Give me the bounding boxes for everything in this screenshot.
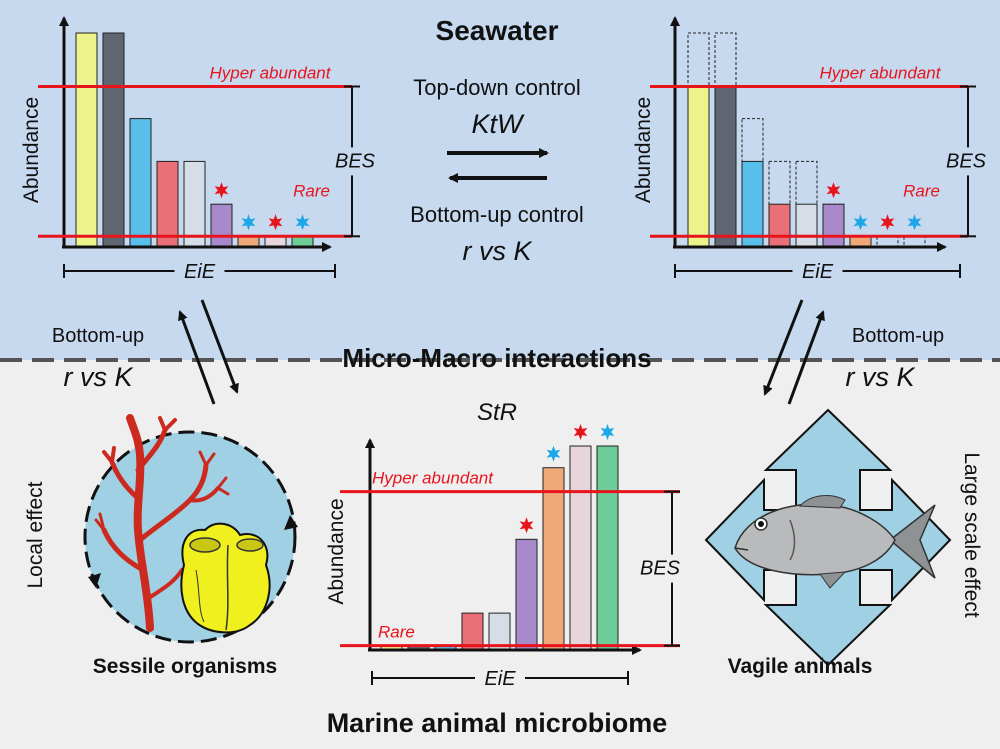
vagile-illustration — [704, 408, 952, 667]
blue-star-icon — [853, 214, 868, 231]
hyper-label: Hyper abundant — [372, 469, 494, 488]
red-star-icon — [826, 182, 841, 199]
left-arrow-up — [178, 310, 216, 405]
blue-star-icon — [295, 214, 310, 231]
hyper-label: Hyper abundant — [210, 64, 332, 83]
fish-icon — [734, 494, 936, 589]
right-r-vs-k-label: r vs K — [845, 362, 915, 392]
blue-star-icon — [546, 445, 561, 462]
bes-label: BES — [946, 150, 987, 172]
cycle-arrow-head-right — [284, 515, 298, 530]
large-scale-effect-label: Large scale effect — [960, 452, 983, 618]
eie-label: EiE — [184, 261, 216, 283]
bar — [795, 203, 818, 248]
sessile-illustration — [83, 414, 298, 644]
right-arrow-up — [787, 310, 825, 405]
str-label: StR — [477, 399, 517, 426]
left-r-vs-k-label: r vs K — [63, 362, 133, 392]
abundance-axis-label: Abundance — [632, 97, 655, 203]
abundance-axis-label: Abundance — [325, 498, 348, 604]
micro-macro-title: Micro-Macro interactions — [342, 343, 651, 373]
top-down-label: Top-down control — [413, 75, 581, 100]
rare-label: Rare — [903, 181, 940, 200]
right-arrow-down — [763, 299, 804, 396]
red-star-icon — [214, 182, 229, 199]
bes-label-bg — [634, 554, 686, 583]
coral-icon — [94, 414, 230, 632]
microbiome-title: Marine animal microbiome — [327, 708, 668, 738]
left-bottom-up-label: Bottom-up — [52, 325, 144, 347]
sponge-icon — [180, 522, 271, 634]
bar — [264, 235, 287, 248]
eie-label: EiE — [802, 261, 834, 283]
bes-label-bg — [329, 147, 381, 176]
rare-label: Rare — [293, 181, 330, 200]
red-star-icon — [519, 517, 534, 534]
bar — [822, 203, 845, 248]
eie-label-bg — [792, 257, 843, 283]
bar — [237, 235, 260, 248]
bar — [714, 86, 737, 248]
bar — [183, 160, 206, 248]
bar — [210, 203, 233, 248]
r-vs-k-label: r vs K — [462, 236, 532, 266]
eie-label-bg — [475, 664, 525, 690]
bar — [849, 235, 872, 248]
bottom-up-control-label: Bottom-up control — [410, 202, 584, 227]
blue-star-icon — [600, 424, 615, 440]
red-star-icon — [880, 214, 895, 231]
bar — [596, 445, 619, 651]
bar — [75, 32, 98, 248]
bar — [156, 160, 179, 248]
right-bottom-up-label: Bottom-up — [852, 325, 944, 347]
blue-star-icon — [907, 214, 922, 231]
bes-label: BES — [640, 558, 681, 580]
bar — [768, 203, 791, 248]
bar — [129, 118, 152, 248]
eie-label-bg — [174, 257, 225, 283]
bar — [291, 235, 314, 248]
cycle-arrow-head-left — [88, 573, 101, 588]
vagile-label: Vagile animals — [728, 655, 873, 678]
abundance-axis-label: Abundance — [20, 97, 43, 203]
rare-label: Rare — [378, 623, 415, 642]
sessile-label: Sessile organisms — [93, 655, 277, 678]
bar — [569, 445, 592, 651]
bar — [515, 538, 538, 651]
red-star-icon — [268, 214, 283, 231]
blue-star-icon — [241, 214, 256, 231]
local-effect-label: Local effect — [24, 481, 47, 588]
left-arrow-down — [200, 299, 239, 394]
ktw-label: KtW — [472, 109, 526, 139]
bes-label-bg — [940, 147, 992, 176]
bes-label: BES — [335, 150, 376, 172]
bar — [741, 160, 764, 248]
hyper-label: Hyper abundant — [820, 64, 942, 83]
bar — [542, 467, 565, 651]
seawater-title: Seawater — [436, 15, 559, 46]
bar — [102, 32, 125, 248]
bar — [687, 86, 710, 248]
eie-label: EiE — [484, 668, 516, 690]
red-star-icon — [573, 424, 588, 440]
